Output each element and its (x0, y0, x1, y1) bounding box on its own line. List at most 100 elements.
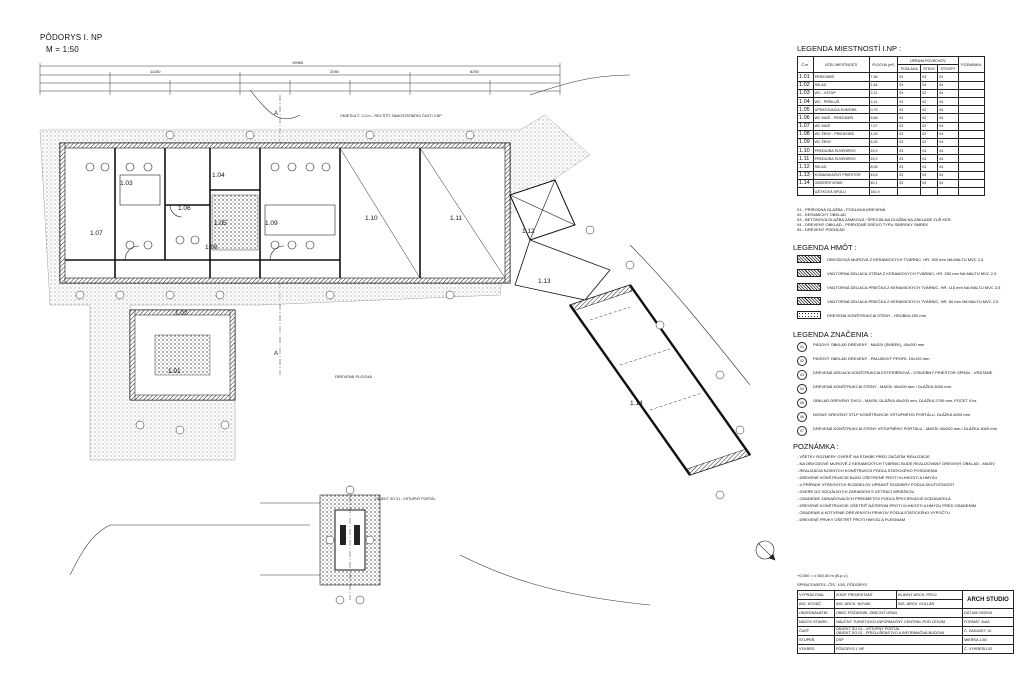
role-cell: HLAVNÝ ARCH. PROJ. (895, 590, 963, 600)
table-cell: ÚPRATOVACIA KOMORA (812, 105, 870, 115)
table-cell: 03 (897, 121, 922, 131)
table-cell: 7,07 (868, 121, 899, 131)
table-cell: 40,1 (868, 178, 899, 189)
table-cell: PRIEDSIEŇ (812, 72, 870, 82)
marks-legend-text: PÁSOVÝ OBKLAD DREVENÝ - PALUBOVÝ PROFIL … (813, 356, 930, 361)
table-cell: PREDAJŇA SUVENÍROV (812, 146, 870, 156)
col-header: PODLAHA (897, 64, 922, 74)
table-cell: 1.03 (797, 88, 814, 98)
drawing-scale: M = 1:50 (46, 45, 79, 54)
remark-line: - DREVENÉ KONŠTRUKCIE BUDÚ OŠETRENÉ PROT… (797, 475, 938, 480)
table-cell: 04 (920, 80, 939, 90)
room-label: 1.10 (365, 215, 378, 222)
wall-legend-title: LEGENDA HMÔT : (793, 243, 857, 252)
main-building (59, 142, 511, 284)
remark-line: - VŠETKY ROZMERY OVERIŤ NA STAVBE PRED Z… (797, 454, 930, 459)
remarks-list: - VŠETKY ROZMERY OVERIŤ NA STAVBE PRED Z… (797, 454, 1012, 524)
north-arrow-icon (755, 540, 776, 561)
table-cell: 1.09 (797, 137, 814, 148)
table-cell: 02 (920, 96, 939, 107)
table-cell: 04 (937, 162, 959, 172)
table-cell: 04 (937, 137, 959, 148)
table-cell: 03 (897, 113, 922, 123)
dim-top-b: 2050 (330, 69, 340, 74)
room-label: 1.05 (214, 220, 227, 227)
section-mark-top: A (274, 111, 278, 117)
table-cell: WC ŽENY (812, 137, 870, 148)
firm-logo: ARCH STUDIO (961, 590, 1015, 609)
table-cell: 04 (920, 154, 939, 164)
meta-cell: MIERKA 1:50 (961, 635, 1015, 645)
remarks-title: POZNÁMKA : (793, 442, 839, 451)
remark-line: - V PRÍPADE VÝŠKOVÝCH ROZDIELOV UPRAVIŤ … (797, 482, 955, 487)
table-cell: 04 (937, 88, 959, 98)
room-label: 1.04 (212, 172, 225, 179)
table-cell (957, 121, 986, 131)
entrance-note: OBJEKT SO 01 - VSTUPNÝ PORTÁL (375, 497, 436, 501)
table-cell: 04 (937, 170, 959, 180)
marks-legend-text: PÁSOVÝ OBKLAD DREVENÝ - MASÍV (SMREK), 4… (813, 342, 925, 347)
table-cell: PREDAJŇA SUVENÍROV (812, 154, 870, 164)
table-cell: 1.07 (797, 121, 814, 131)
stage-value: DSP (834, 635, 963, 645)
drawing-title: PÔDORYS I. NP (40, 33, 103, 42)
table-cell (957, 113, 986, 123)
table-cell: 02 (920, 121, 939, 131)
table-cell: 03 (897, 146, 922, 156)
meta-cell: FORMÁT 4xA4 (961, 617, 1015, 627)
table-cell: 04 (937, 121, 959, 131)
remark-line: - DREVENÉ PRVKY OŠETRIŤ PROTI HMYZU A PL… (797, 517, 906, 522)
table-cell: 4,25 (868, 129, 899, 139)
table-cell: 03 (897, 154, 922, 164)
wall-legend-text: VNÚTORNÁ DELIACA STENA Z KERAMICKÝCH TVÁ… (827, 270, 997, 276)
col-header: PLOCHA (m²) (868, 55, 899, 74)
table-cell: SKLAD (812, 162, 870, 172)
table-cell: 04 (937, 129, 959, 139)
mark-code-icon: 03 (797, 370, 807, 380)
east-wing (509, 179, 751, 476)
wall-swatch-icon (797, 283, 821, 291)
col-header: ÚČEL MIESTNOSTI (812, 55, 870, 74)
dim-top-a: 11150 (150, 69, 161, 74)
table-cell: 1.01 (797, 72, 814, 82)
table-cell (957, 170, 986, 180)
table-cell (957, 186, 986, 197)
table-cell: 0,75 (868, 105, 899, 115)
meta-cell: DÁTUM 03/2019 (961, 608, 1015, 618)
role-cell: ZODP. PROJEKTANT (834, 590, 897, 600)
table-cell: KOMUNIKAČNÝ PRIESTOR (812, 170, 870, 180)
table-cell: 6,25 (868, 137, 899, 148)
remark-line: - DREVENÉ KONŠTRUKCIE OŠETRIŤ NÁTEROM PR… (797, 503, 976, 508)
client-value: OBEC PÔŽARNÍK, OBECNÝ ÚRAD (834, 608, 963, 618)
legend-note: 05 - DREVENÝ PODHĽAD (797, 227, 845, 232)
wall-swatch-icon (797, 269, 821, 277)
room-legend-title: LEGENDA MIESTNOSTÍ I.NP : (797, 44, 902, 53)
table-cell (957, 105, 986, 115)
table-cell: 1.11 (797, 154, 814, 164)
table-cell: 04 (920, 146, 939, 156)
role-cell: VYPRACOVAL (797, 590, 835, 600)
legend-note: 04 - DREVENÝ OBKLAD - PRÍRODNÉ DREVO TYP… (797, 222, 929, 227)
table-cell: 04 (937, 80, 959, 90)
mark-code-icon: 05 (797, 398, 807, 408)
table-cell: 1,64 (868, 80, 899, 90)
table-cell: 5,66 (868, 113, 899, 123)
mark-code-icon: 04 (797, 384, 807, 394)
room-label: 1.03 (120, 180, 133, 187)
section-mark-bottom: A (274, 351, 278, 357)
table-cell: 7,56 (868, 72, 899, 82)
wall-legend-item: OBVODOVÁ MUROVÁ Z KERAMICKÝCH TVÁRNIC, H… (797, 255, 1012, 263)
marks-legend-text: DREVENÁ KONŠTRUKCIA STENY - MASÍV 40x200… (813, 384, 951, 389)
table-cell: 1.05 (797, 105, 814, 115)
table-cell: 03 (897, 170, 922, 180)
table-cell: 1.08 (797, 129, 814, 139)
table-cell: 43,6 (868, 170, 899, 180)
